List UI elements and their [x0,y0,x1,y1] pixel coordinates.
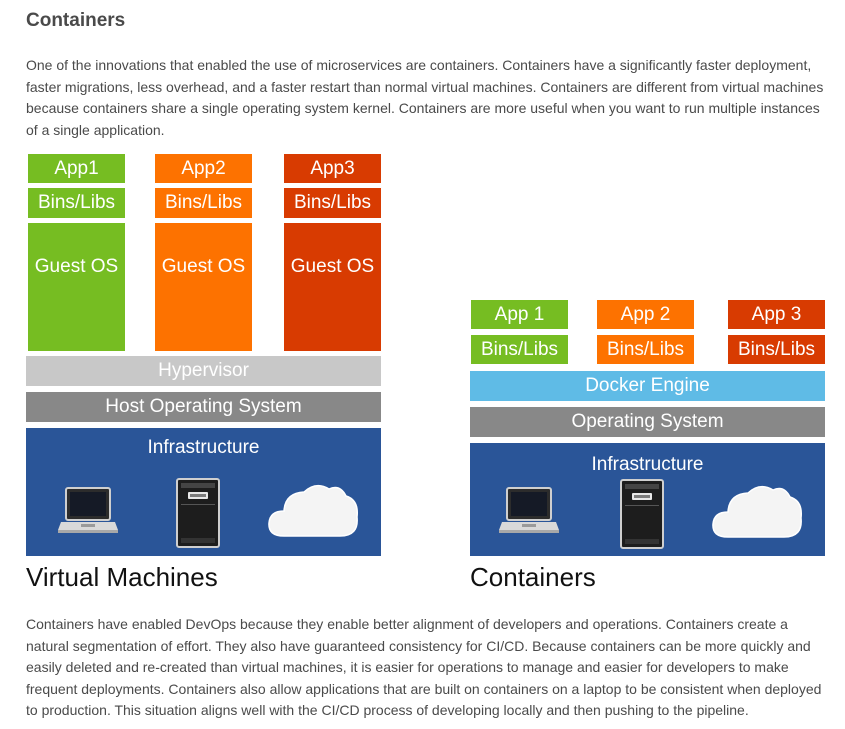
container-bins-libs-2: Bins/Libs [597,335,694,364]
vm-host-os: Host Operating System [26,392,381,422]
vm-infrastructure-label: Infrastructure [147,437,260,458]
vm-app-3: App3 [284,154,381,183]
container-infrastructure-label: Infrastructure [591,454,704,475]
vm-infrastructure: Infrastructure [26,428,381,556]
container-app-1: App 1 [471,300,568,329]
vm-hypervisor: Hypervisor [26,356,381,386]
container-operating-system: Operating System [470,407,825,437]
cloud-icon [268,484,359,537]
server-icon [620,479,664,549]
container-infrastructure: Infrastructure [470,443,825,556]
container-bins-libs-1: Bins/Libs [471,335,568,364]
container-app-3: App 3 [728,300,825,329]
vm-bins-libs-1: Bins/Libs [28,188,125,218]
vm-app-1: App1 [28,154,125,183]
intro-paragraph: One of the innovations that enabled the … [26,57,824,138]
section-heading: Containers [26,10,126,31]
vm-caption: Virtual Machines [26,562,218,592]
vm-guest-os-3: Guest OS [284,223,381,351]
devops-paragraph: Containers have enabled DevOps because t… [26,616,822,718]
vm-bins-libs-3: Bins/Libs [284,188,381,218]
server-icon [176,478,220,548]
vm-app-2: App2 [155,154,252,183]
vm-bins-libs-2: Bins/Libs [155,188,252,218]
container-app-2: App 2 [597,300,694,329]
vm-guest-os-2: Guest OS [155,223,252,351]
container-bins-libs-3: Bins/Libs [728,335,825,364]
laptop-icon [58,487,118,533]
vm-guest-os-1: Guest OS [28,223,125,351]
docker-engine: Docker Engine [470,371,825,401]
laptop-icon [499,487,559,533]
cloud-icon [712,485,803,538]
containers-caption: Containers [470,562,596,592]
